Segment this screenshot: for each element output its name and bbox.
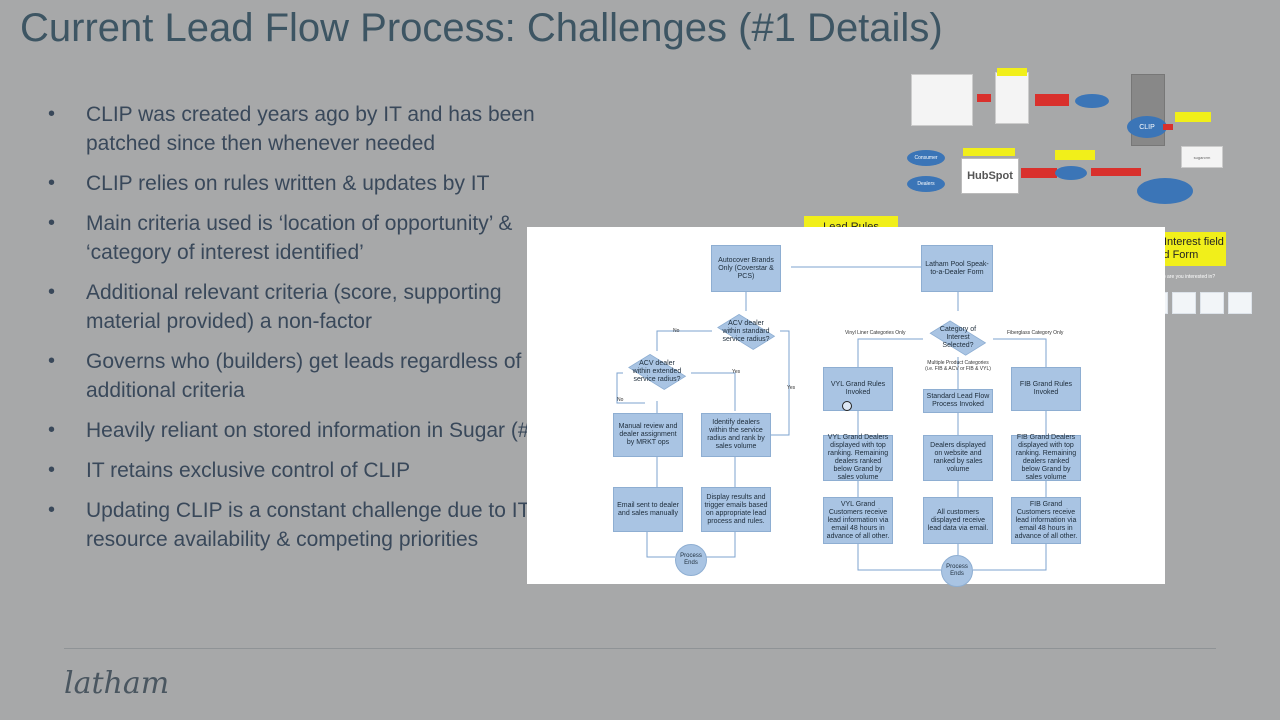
autocover-brands-node: Autocover Brands Only (Coverstar & PCS)	[711, 245, 781, 292]
slide-title: Current Lead Flow Process: Challenges (#…	[20, 6, 943, 50]
zoom-cursor-icon	[842, 401, 852, 411]
thumb-ellipse	[1137, 178, 1193, 204]
thumb-consumer-node: Consumer	[907, 150, 945, 166]
no-label: No	[617, 397, 624, 403]
thumb-arrow	[1091, 168, 1141, 176]
footer-divider	[64, 648, 1216, 649]
fib-dealers-node: FIB Grand Dealers displayed with top ran…	[1011, 434, 1081, 481]
bullet-item: Heavily reliant on stored information in…	[48, 416, 568, 445]
acv-standard-radius-decision: ACV dealer within standard service radiu…	[711, 311, 781, 353]
product-option-icon[interactable]	[1228, 292, 1252, 314]
identify-dealers-node: Identify dealers within the service radi…	[701, 413, 771, 457]
latham-form-node: Latham Pool Speak-to-a-Dealer Form	[921, 245, 993, 292]
bullet-item: CLIP relies on rules written & updates b…	[48, 169, 568, 198]
yes-label: Yes	[732, 369, 741, 375]
acv-extended-radius-decision: ACV dealer within extended service radiu…	[622, 351, 692, 393]
vyl-dealers-node: VYL Grand Dealers displayed with top ran…	[823, 434, 893, 481]
dealers-website-node: Dealers displayed on website and ranked …	[923, 435, 993, 481]
product-option-icon[interactable]	[1200, 292, 1224, 314]
bullet-item: Governs who (builders) get leads regardl…	[48, 347, 568, 405]
multiple-categories-label: Multiple Product Categories (i.e. FIB & …	[925, 360, 991, 372]
fib-customers-node: FIB Grand Customers receive lead informa…	[1011, 497, 1081, 544]
thumb-clip-node: CLIP	[1127, 116, 1167, 138]
thumb-form-screenshot	[911, 74, 973, 126]
flowchart-connectors	[616, 266, 1047, 571]
challenge-list: CLIP was created years ago by IT and has…	[48, 100, 568, 565]
latham-logo: latham	[64, 666, 170, 701]
thumb-sugar-logo: sugarcrm	[1181, 146, 1223, 168]
vyl-customers-node: VYL Grand Customers receive lead informa…	[823, 497, 893, 544]
email-manual-node: Email sent to dealer and sales manually	[613, 487, 683, 532]
all-customers-node: All customers displayed receive lead dat…	[923, 497, 993, 544]
standard-flow-node: Standard Lead Flow Process Invoked	[923, 389, 993, 413]
thumb-note	[963, 148, 1015, 156]
thumb-arrow	[977, 94, 991, 102]
vyl-rules-node: VYL Grand Rules Invoked	[823, 367, 893, 411]
thumb-ellipse	[1075, 94, 1109, 108]
process-ends-node: Process Ends	[675, 544, 707, 576]
thumb-dealers-node: Dealers	[907, 176, 945, 192]
thumb-ellipse	[1055, 166, 1087, 180]
product-option-icon[interactable]	[1172, 292, 1196, 314]
thumb-note	[1055, 150, 1095, 160]
bullet-item: IT retains exclusive control of CLIP	[48, 456, 568, 485]
bullet-item: Main criteria used is ‘location of oppor…	[48, 209, 568, 267]
thumb-arrow	[1163, 124, 1173, 130]
display-results-node: Display results and trigger emails based…	[701, 487, 771, 532]
fiberglass-only-label: Fiberglass Category Only	[1007, 330, 1064, 336]
bullet-item: CLIP was created years ago by IT and has…	[48, 100, 568, 158]
thumb-note	[997, 68, 1027, 76]
fib-rules-node: FIB Grand Rules Invoked	[1011, 367, 1081, 411]
bullet-item: Additional relevant criteria (score, sup…	[48, 278, 568, 336]
thumb-hubspot-logo: HubSpot	[961, 158, 1019, 194]
thumb-red-box	[1035, 94, 1069, 106]
thumb-red-box	[1021, 168, 1057, 178]
thumb-note	[1175, 112, 1211, 122]
lead-flow-thumbnail: CLIP sugarcrm HubSpot Consumer Dealers	[905, 68, 1245, 208]
vinyl-only-label: Vinyl Liner Categories Only	[845, 330, 906, 336]
no-label: No	[673, 328, 680, 334]
process-ends-node: Process Ends	[941, 555, 973, 587]
bullet-item: Updating CLIP is a constant challenge du…	[48, 496, 568, 554]
thumb-form-screenshot	[995, 72, 1029, 124]
yes-label: Yes	[787, 385, 796, 391]
category-selected-decision: Category of Interest Selected?	[923, 319, 993, 357]
lead-rules-flowchart: Autocover Brands Only (Coverstar & PCS) …	[527, 227, 1165, 587]
manual-review-node: Manual review and dealer assignment by M…	[613, 413, 683, 457]
